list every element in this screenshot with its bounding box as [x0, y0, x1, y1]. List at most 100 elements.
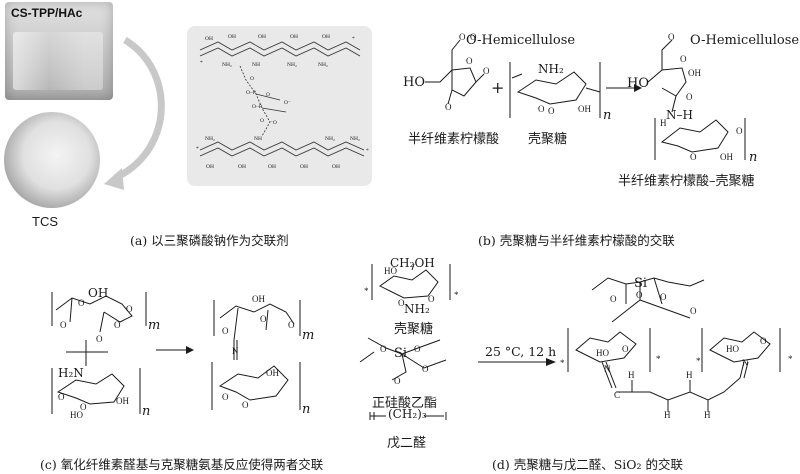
svg-text:*: *: [352, 36, 355, 42]
caption-c: (c) 氧化纤维素醛基与克聚糖氨基反应使得两者交联: [40, 457, 324, 472]
svg-text:OH: OH: [116, 396, 129, 406]
b-reactant1-ho: HO: [403, 75, 425, 90]
vial-photo: CS-TPP/HAc: [5, 2, 113, 100]
svg-text:O: O: [380, 344, 387, 354]
svg-text:O: O: [96, 334, 103, 344]
svg-text:C: C: [614, 390, 620, 400]
d-teos-name: 正硅酸乙酯: [372, 396, 438, 411]
svg-text:NH₂: NH₂: [350, 136, 360, 142]
svg-text:HO: HO: [384, 266, 397, 276]
svg-text:H: H: [704, 410, 711, 420]
d-ch2oh: CH₂OH: [390, 256, 435, 270]
svg-text:HO: HO: [70, 410, 83, 420]
svg-text:O: O: [260, 314, 267, 324]
svg-text:HO: HO: [596, 348, 609, 358]
b-product-group: O-Hemicellulose: [690, 33, 800, 48]
svg-text:OH: OH: [290, 34, 298, 40]
svg-text:N: N: [232, 346, 239, 356]
c-h2n: H₂N: [58, 366, 84, 380]
b-reactant1-group: O-Hemicellulose: [466, 33, 576, 48]
c-m: m: [148, 318, 161, 333]
b-product-nh: N–H: [666, 108, 693, 122]
svg-text:H: H: [664, 410, 671, 420]
svg-text:⁻O: ⁻O: [270, 120, 277, 126]
svg-text:*: *: [366, 148, 369, 154]
svg-text:O: O: [483, 66, 490, 76]
c-oh: OH: [88, 286, 109, 300]
caption-a: (a) 以三聚磷酸钠作为交联剂: [130, 233, 289, 248]
svg-text:NH₂: NH₂: [287, 62, 297, 68]
svg-text:NH₂: NH₂: [325, 136, 335, 142]
svg-text:OH: OH: [578, 104, 591, 114]
caption-d: (d) 壳聚糖与戊二醛、SiO₂ 的交联: [492, 457, 684, 472]
svg-text:O: O: [80, 402, 87, 412]
svg-text:O: O: [690, 306, 697, 316]
svg-text:O: O: [250, 76, 254, 82]
tcs-photo: [4, 112, 100, 208]
svg-text:O⁻: O⁻: [284, 100, 291, 106]
d-condition: 25 °C, 12 h: [485, 344, 557, 359]
d-nh2: NH₂: [404, 302, 430, 316]
svg-text:O: O: [126, 304, 133, 314]
svg-text:O: O: [288, 320, 295, 330]
svg-text:H: H: [660, 118, 667, 128]
svg-text:O: O: [660, 292, 667, 302]
svg-text:O: O: [422, 364, 429, 374]
svg-text:H: H: [686, 370, 693, 380]
b-plus: +: [491, 78, 505, 97]
svg-text:O: O: [114, 320, 121, 330]
caption-b: (b) 壳聚糖与半纤维素柠檬酸的交联: [478, 233, 675, 248]
b-product-n: n: [749, 150, 758, 165]
svg-text:*: *: [364, 286, 369, 296]
svg-text:OH: OH: [266, 368, 279, 378]
svg-text:HO: HO: [726, 344, 739, 354]
c-product-m: m: [302, 328, 315, 343]
svg-text:OH: OH: [322, 34, 330, 40]
svg-text:N: N: [742, 358, 749, 368]
svg-text:O: O: [459, 32, 466, 42]
svg-text:*: *: [656, 354, 661, 364]
d-glut-formula: (CH₂)₃: [388, 407, 427, 421]
svg-text:O: O: [610, 294, 617, 304]
svg-text:O: O: [222, 326, 229, 336]
b-product-ho: HO: [627, 76, 649, 91]
d-glut-name: 戊二醛: [387, 436, 427, 451]
svg-text:O: O: [414, 344, 421, 354]
c-product-n: n: [302, 402, 311, 417]
svg-text:O: O: [428, 294, 435, 304]
svg-text:NH₂: NH₂: [318, 62, 328, 68]
b-reactant2-group: NH₂: [538, 62, 564, 76]
svg-text:O: O: [466, 56, 473, 66]
svg-text:O: O: [736, 126, 743, 136]
svg-text:NH₂: NH₂: [205, 136, 215, 142]
b-reactant2-name: 壳聚糖: [528, 132, 568, 147]
svg-text:O: O: [266, 92, 270, 98]
svg-text:*: *: [200, 60, 203, 66]
svg-text:OH: OH: [252, 294, 265, 304]
c-n: n: [142, 404, 151, 419]
svg-text:OH: OH: [720, 152, 733, 162]
svg-text:H: H: [628, 370, 635, 380]
svg-text:O: O: [470, 32, 477, 42]
b-reactant1-name: 半纤维素柠檬酸: [408, 132, 500, 147]
svg-text:O: O: [242, 400, 249, 410]
svg-text:N: N: [604, 364, 611, 374]
svg-text:O: O: [78, 298, 85, 308]
svg-text:OH: OH: [228, 34, 236, 40]
svg-text:*: *: [454, 290, 459, 300]
svg-text:O: O: [548, 106, 555, 116]
svg-text:*: *: [560, 358, 565, 368]
svg-text:*: *: [696, 356, 701, 366]
svg-text:O: O: [398, 298, 405, 308]
svg-text:OH: OH: [332, 164, 340, 170]
svg-text:O: O: [58, 392, 65, 402]
svg-text:*: *: [788, 354, 793, 364]
svg-text:OH: OH: [268, 164, 276, 170]
tpp-network-box: [187, 26, 372, 186]
panel-a: CS-TPP/HAc TCS: [0, 0, 180, 250]
svg-text:O: O: [222, 392, 229, 402]
photo-top-label: CS-TPP/HAc: [11, 6, 83, 20]
